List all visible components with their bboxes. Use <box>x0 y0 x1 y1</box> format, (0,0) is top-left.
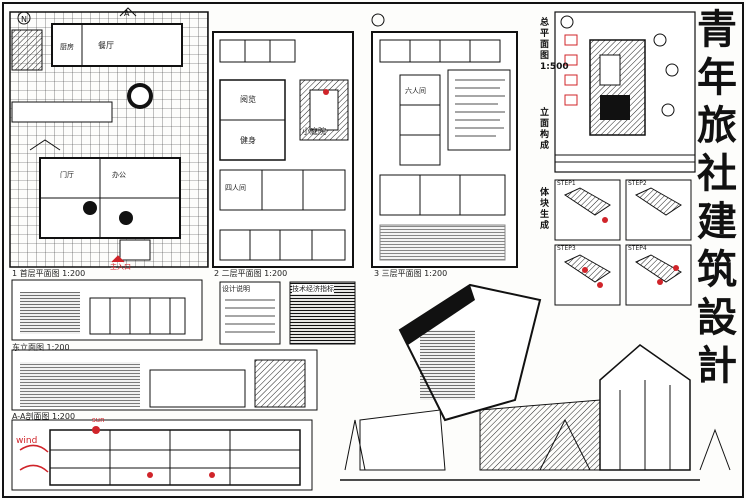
title-char: 筑 <box>697 246 737 293</box>
entrance-label: 主入口 <box>110 263 131 271</box>
tech-indicators-label: 技术经济指标 <box>292 284 334 294</box>
sun-label: sun <box>92 416 105 424</box>
title-char: 設 <box>697 294 737 341</box>
step3-label: STEP3 <box>557 245 576 252</box>
facade-label: 立面构成 <box>540 108 550 151</box>
floor3-plan <box>371 13 518 268</box>
room-label-foyer: 门厅 <box>60 171 74 179</box>
text-blocks <box>219 281 356 345</box>
site-plan <box>554 11 696 173</box>
room-label-office: 办公 <box>112 171 126 179</box>
step4-label: STEP4 <box>628 245 647 252</box>
title-char: 建 <box>697 198 737 245</box>
site-plan-label: 总平面图 1:500 <box>540 18 569 72</box>
title-char: 青 <box>697 6 737 53</box>
floor2-label: 2 二层平面图 1:200 <box>214 269 288 278</box>
room-label-reading: 阅览 <box>240 95 256 104</box>
room-label-kitchen: 厨房 <box>60 43 74 51</box>
title-char: 年 <box>697 54 737 101</box>
east-elevation <box>11 279 318 411</box>
title-char: 社 <box>697 150 737 197</box>
title-char: 旅 <box>697 102 737 149</box>
section-label: A-A剖面图 1:200 <box>12 412 76 421</box>
step2-label: STEP2 <box>628 180 647 187</box>
svg-text:A: A <box>124 9 130 18</box>
room-label-room6: 六人间 <box>405 87 426 95</box>
east-elevation-label: 东立面图 1:200 <box>12 343 70 352</box>
step1-label: STEP1 <box>557 180 576 187</box>
wind-label: wind <box>16 436 38 446</box>
floor1-plan: N A <box>9 7 209 268</box>
design-note-label: 设计说明 <box>222 285 250 293</box>
section-drawing <box>11 419 313 491</box>
floor3-label: 3 三层平面图 1:200 <box>374 269 448 278</box>
title-char: 計 <box>697 342 737 389</box>
perspective-sketch <box>340 283 731 481</box>
volume-label: 体块生成 <box>540 188 550 231</box>
room-label-gym: 健身 <box>240 136 256 145</box>
board-title: 青 年 旅 社 建 筑 設 計 <box>694 6 740 390</box>
volume-steps <box>554 179 692 306</box>
room-label-room: 四人间 <box>225 184 246 192</box>
svg-text:N: N <box>21 15 27 24</box>
room-label-restaurant: 餐厅 <box>98 41 114 50</box>
floor1-label: 1 首层平面图 1:200 <box>12 269 86 278</box>
small-court-label: 小庭院 <box>302 127 326 136</box>
floor2-plan <box>212 31 354 268</box>
